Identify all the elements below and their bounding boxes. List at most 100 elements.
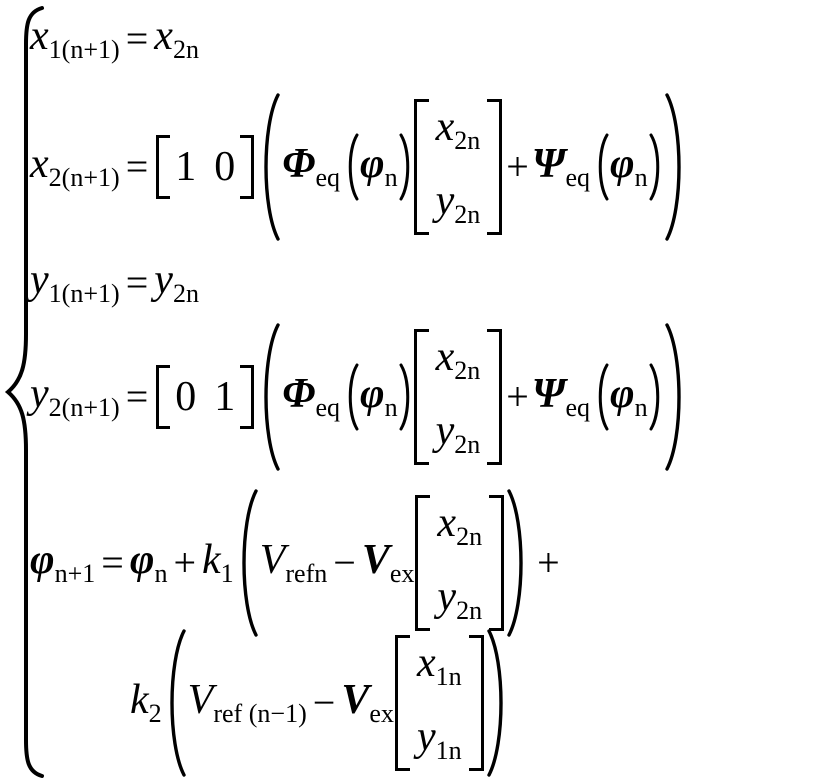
gain-k1: k1 xyxy=(202,537,234,588)
bracket-left xyxy=(156,365,171,429)
state-column-vector: x2n y2n xyxy=(413,99,503,235)
bracket-right xyxy=(489,495,505,631)
subscript-n: n xyxy=(384,392,398,422)
row-vector-cell: 1 xyxy=(214,374,236,420)
subscript-ex: ex xyxy=(369,698,394,728)
bracket-left xyxy=(156,135,171,199)
subscript-n: n xyxy=(634,392,648,422)
state-column-vector: x1n y1n xyxy=(394,635,484,771)
state-vector-cell-x: x1n xyxy=(416,640,462,691)
rhs-y2n: y2n xyxy=(154,257,199,308)
lhs-y2: y2(n+1) xyxy=(30,371,120,422)
bracket-left xyxy=(394,635,410,771)
subscript-refn: refn xyxy=(285,558,328,588)
subscript-1-n-plus-1: 1(n+1) xyxy=(48,34,120,64)
angle-phi-n: φn xyxy=(360,371,398,422)
subscript-2n: 2n xyxy=(456,595,483,625)
lhs-phi-n-plus-1: φn+1 xyxy=(30,537,96,588)
subscript-ex: ex xyxy=(389,558,415,588)
equation-row-y2: y2(n+1) = 0 1 Φeq φn xyxy=(30,322,689,472)
matrix-symbol-phi: Φeq xyxy=(282,371,341,422)
subscript-n-plus-1: n+1 xyxy=(54,558,96,588)
state-vector-cell-y: y2n xyxy=(435,408,481,459)
big-paren-open xyxy=(256,322,282,472)
angle-phi-n: φn xyxy=(610,371,648,422)
input-symbol-psi: Ψeq xyxy=(531,371,591,422)
row-vector-cell: 1 xyxy=(175,144,197,190)
bracket-left xyxy=(415,495,431,631)
bracket-right xyxy=(240,135,255,199)
equals-operator: = xyxy=(125,260,149,305)
bracket-right xyxy=(487,329,503,465)
paren-close-arg xyxy=(648,362,663,432)
subscript-2n: 2n xyxy=(454,429,481,459)
subscript-2n: 2n xyxy=(454,125,481,155)
reference-voltage-v-refn: Vrefn xyxy=(259,537,328,588)
big-paren-close xyxy=(663,322,689,472)
paren-open-arg xyxy=(595,132,610,202)
big-paren-close xyxy=(485,628,511,778)
matrix-symbol-phi: Φeq xyxy=(282,141,341,192)
state-vector-cell-y: y2n xyxy=(437,574,483,625)
subscript-1: 1 xyxy=(220,558,234,588)
state-column-vector: x2n y2n xyxy=(415,495,505,631)
lhs-x1: x1(n+1) xyxy=(30,13,120,64)
plus-operator: + xyxy=(506,144,529,189)
reference-voltage-v-ref-n-minus-1: Vref (n−1) xyxy=(187,677,307,728)
state-vector-cell-x: x2n xyxy=(437,500,483,551)
subscript-1-n-plus-1: 1(n+1) xyxy=(48,278,120,308)
phi-n: φn xyxy=(129,537,168,588)
plus-operator: + xyxy=(506,374,529,419)
lhs-x2: x2(n+1) xyxy=(30,141,120,192)
big-paren-open xyxy=(162,628,188,778)
row-vector-cell: 0 xyxy=(175,374,197,420)
equation-row-x2: x2(n+1) = 1 0 Φeq φn xyxy=(30,92,689,242)
state-vector-cell-y: y1n xyxy=(416,714,462,765)
bracket-right xyxy=(487,99,503,235)
subscript-2n: 2n xyxy=(172,278,199,308)
big-paren-close xyxy=(505,488,531,638)
paren-close-arg xyxy=(648,132,663,202)
subscript-eq: eq xyxy=(315,162,341,192)
minus-operator: − xyxy=(312,680,336,725)
equation-row-y1: y1(n+1) = y2n xyxy=(30,252,199,314)
paren-open-arg xyxy=(345,362,360,432)
big-paren-open xyxy=(256,92,282,242)
subscript-2n: 2n xyxy=(172,34,199,64)
paren-open-arg xyxy=(595,362,610,432)
subscript-2n: 2n xyxy=(454,199,481,229)
equals-operator: = xyxy=(125,374,149,419)
subscript-1n: 1n xyxy=(435,661,462,691)
subscript-eq: eq xyxy=(315,392,341,422)
subscript-2-n-plus-1: 2(n+1) xyxy=(48,392,120,422)
bracket-left xyxy=(413,99,429,235)
lhs-y1: y1(n+1) xyxy=(30,257,120,308)
bracket-right xyxy=(468,635,484,771)
equation-row-phi-part2: k2 Vref (n−1) − Vex x1n y1n xyxy=(130,628,511,778)
rhs-x2n: x2n xyxy=(154,13,199,64)
subscript-ref-n-minus-1: ref (n−1) xyxy=(213,698,307,728)
subscript-1n: 1n xyxy=(435,735,462,765)
plus-operator: + xyxy=(173,540,197,585)
equation-row-phi-part1: φn+1 = φn + k1 Vrefn − Vex x2n y2n + xyxy=(30,488,566,638)
state-vector-cell-y: y2n xyxy=(435,178,481,229)
bracket-right xyxy=(240,365,255,429)
subscript-n: n xyxy=(154,558,168,588)
subscript-eq: eq xyxy=(565,392,591,422)
subscript-2n: 2n xyxy=(454,355,481,385)
row-vector-cell: 0 xyxy=(214,144,236,190)
subscript-eq: eq xyxy=(565,162,591,192)
subscript-n: n xyxy=(634,162,648,192)
equals-operator: = xyxy=(101,540,124,585)
paren-close-arg xyxy=(398,132,413,202)
equals-operator: = xyxy=(125,16,149,61)
subscript-2-n-plus-1: 2(n+1) xyxy=(48,162,120,192)
extraction-matrix-v-ex: Vex xyxy=(341,677,394,728)
angle-phi-n: φn xyxy=(360,141,398,192)
equals-operator: = xyxy=(125,144,149,189)
big-paren-open xyxy=(234,488,260,638)
row-vector-0-1: 0 1 xyxy=(156,365,255,429)
bracket-left xyxy=(413,329,429,465)
equation-row-x1: x1(n+1) = x2n xyxy=(30,8,199,70)
minus-operator: − xyxy=(333,540,356,585)
